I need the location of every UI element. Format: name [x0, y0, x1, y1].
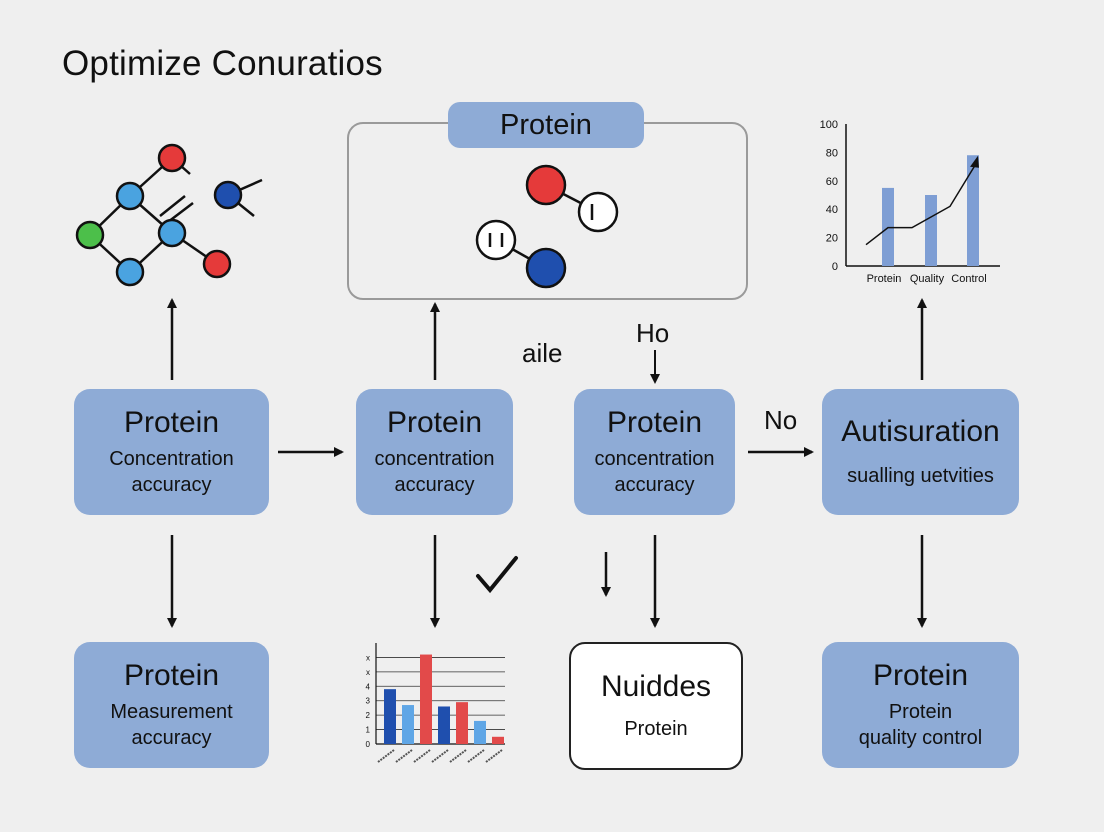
- x-tick-label: Protein: [867, 273, 902, 285]
- y-tick-label: 2: [366, 711, 371, 720]
- flow-label-aile: aile: [522, 338, 563, 368]
- y-tick-label: 60: [826, 176, 838, 188]
- flow-label-ho: Ho: [636, 318, 670, 348]
- box-heading: Protein: [123, 659, 220, 692]
- bar: [925, 195, 937, 266]
- box-heading: Protein: [606, 406, 703, 439]
- bar: [438, 706, 450, 744]
- protein-quality-control-box: Protein Protein quality control: [822, 642, 1019, 768]
- y-tick-label: 40: [826, 204, 838, 216]
- box-heading: Protein: [386, 406, 483, 439]
- y-tick-label: 20: [826, 233, 838, 245]
- x-tick-scribble: [449, 749, 467, 763]
- y-tick-label: x: [366, 653, 370, 662]
- bar: [474, 720, 486, 744]
- bar: [402, 705, 414, 744]
- x-tick-scribble: [395, 749, 413, 763]
- measurement-bar-chart: 0 1 2 3 4 xx: [366, 643, 505, 763]
- protein-concentration-box-3: Protein concentration accuracy: [574, 389, 735, 515]
- x-tick-label: Quality: [910, 273, 945, 285]
- box-heading: Protein: [872, 659, 969, 692]
- x-tick-scribble: [485, 749, 503, 763]
- bar: [456, 702, 468, 744]
- trend-line: [865, 163, 977, 246]
- x-tick-scribble: [377, 749, 395, 763]
- autisuration-box: Autisuration sualling uetvities: [822, 389, 1019, 515]
- trend-arrowhead: [970, 155, 979, 168]
- x-tick-label: Control: [951, 273, 986, 285]
- molecule-network-icon: [75, 143, 263, 287]
- box-subtext: concentration accuracy: [594, 448, 715, 496]
- y-tick-label: 4: [366, 682, 371, 691]
- box-subtext: concentration accuracy: [374, 448, 495, 496]
- box-subtext: Measurement accuracy: [110, 701, 233, 749]
- box-subtext: sualling uetvities: [847, 465, 994, 487]
- x-tick-scribble: [413, 749, 431, 763]
- y-tick-label: 3: [366, 697, 371, 706]
- protein-header-pill: Protein: [448, 102, 644, 148]
- box-heading: Autisuration: [841, 415, 1000, 448]
- y-tick-label: 0: [366, 740, 371, 749]
- box-subtext: Protein: [624, 718, 688, 740]
- y-tick-label: x: [366, 668, 370, 677]
- protein-concentration-box-1: Protein Concentration accuracy: [74, 389, 269, 515]
- checkmark-icon: [476, 556, 518, 594]
- nuiddes-box: Nuiddes Protein: [569, 642, 743, 770]
- x-tick-scribble: [431, 749, 449, 763]
- protein-concentration-box-2: Protein concentration accuracy: [356, 389, 513, 515]
- y-tick-label: 0: [832, 261, 838, 273]
- page-title: Optimize Conuratios: [62, 44, 383, 83]
- y-tick-label: 100: [820, 119, 838, 131]
- y-tick-label: 80: [826, 147, 838, 159]
- y-tick-label: 1: [366, 726, 371, 735]
- molecule-pair-icon: [475, 164, 619, 289]
- box-subtext: Protein quality control: [858, 701, 983, 749]
- flow-label-no: No: [764, 405, 798, 435]
- box-subtext: Concentration accuracy: [109, 448, 234, 496]
- bar: [967, 155, 979, 266]
- bar: [492, 736, 504, 744]
- box-heading: Nuiddes: [600, 670, 712, 703]
- x-tick-scribble: [467, 749, 485, 763]
- protein-measurement-box: Protein Measurement accuracy: [74, 642, 269, 768]
- bar: [384, 689, 396, 744]
- box-heading: Protein: [123, 406, 220, 439]
- bar: [420, 654, 432, 744]
